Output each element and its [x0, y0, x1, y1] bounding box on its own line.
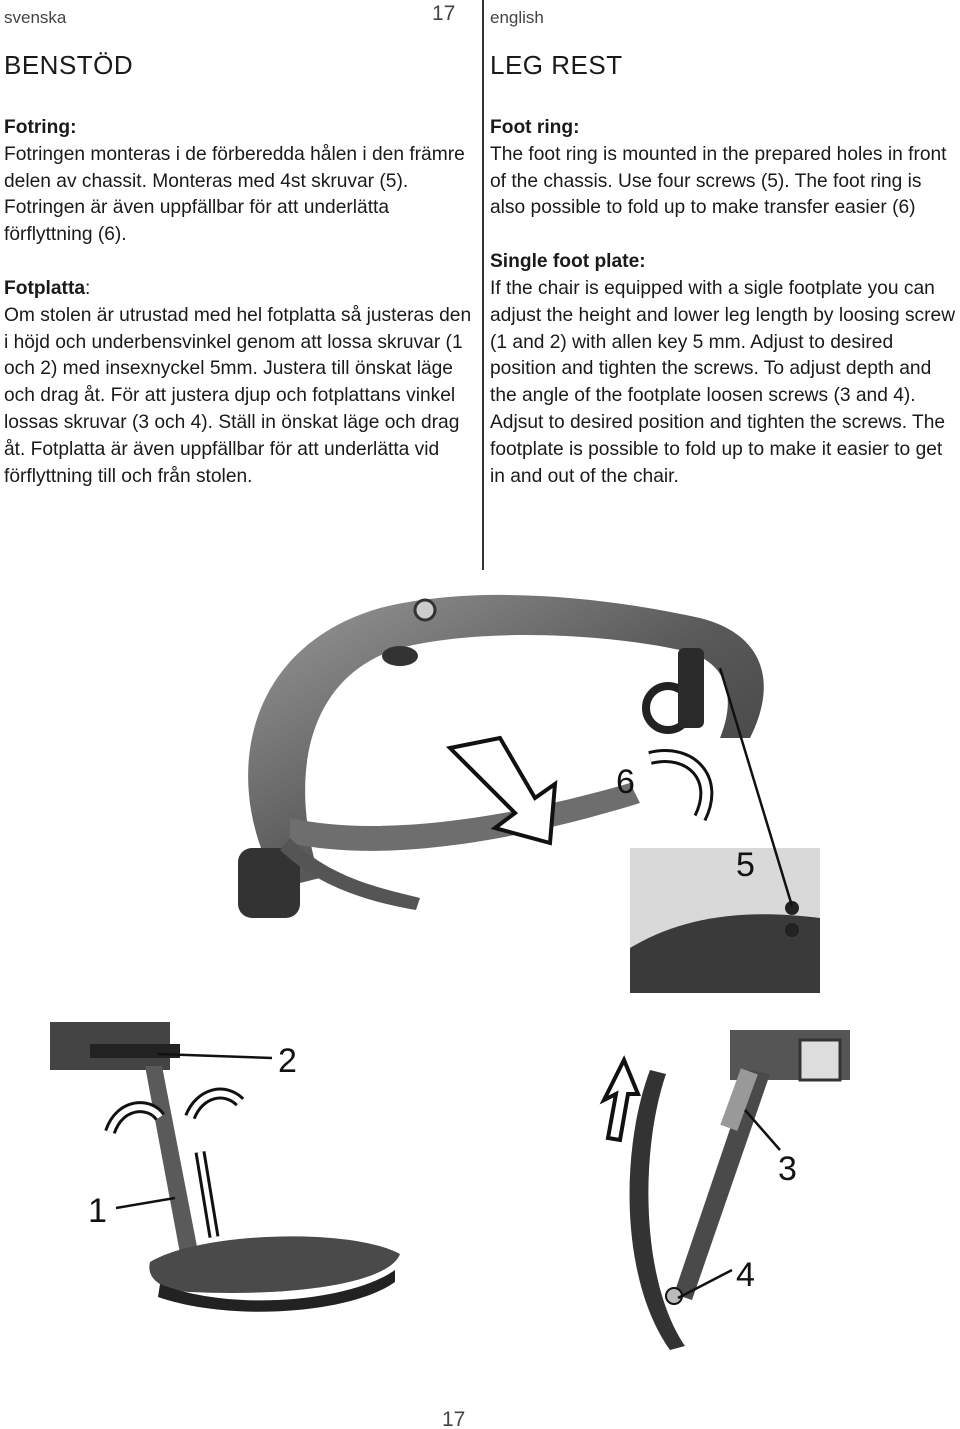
footplate-support	[674, 1070, 770, 1300]
swedish-foot-plate-text: Om stolen är utrustad med hel fotplatta …	[4, 304, 472, 487]
footplate	[149, 1236, 400, 1293]
column-divider	[482, 0, 484, 570]
callout-5: 5	[736, 846, 755, 884]
swedish-foot-ring-text: Fotringen monteras i de förberedda hålen…	[4, 143, 465, 246]
footplate-fold-photo: 3 4	[580, 1030, 850, 1355]
english-foot-plate-heading: Single foot plate:	[490, 251, 646, 273]
callout-6: 6	[616, 763, 635, 801]
swedish-foot-plate-colon: :	[85, 277, 91, 299]
callout-3-line	[744, 1109, 781, 1151]
push-arrow-icon	[445, 735, 558, 846]
foot-ring-illustration: 6 5	[238, 594, 820, 993]
header-page-number: 17	[432, 2, 456, 25]
english-foot-ring-heading: Foot ring:	[490, 117, 580, 138]
english-foot-ring-text: The foot ring is mounted in the prepared…	[490, 143, 947, 219]
callout-4: 4	[736, 1256, 755, 1294]
callout-3: 3	[778, 1150, 797, 1188]
folded-footplate	[629, 1070, 685, 1350]
swedish-title: BENSTÖD	[4, 50, 134, 80]
header-language-english: english	[490, 8, 544, 27]
callout-2-line	[157, 1052, 273, 1060]
foot-ring-clamp	[678, 648, 704, 728]
header-language-swedish: svenska	[4, 8, 67, 27]
swedish-foot-plate-heading: Fotplatta	[4, 277, 86, 299]
foot-ring-side	[280, 838, 420, 910]
foot-ring-bar	[290, 783, 640, 851]
footplate-height-illustration: 2 1	[50, 1022, 400, 1312]
callout-4-line	[677, 1268, 733, 1300]
footer-page-number: 17	[442, 1408, 466, 1429]
swedish-column: BENSTÖD Fotring: Fotringen monteras i de…	[4, 50, 476, 517]
callout-5-line	[718, 667, 794, 907]
foot-ring-photo: 6 5	[180, 588, 820, 993]
callout-1: 1	[88, 1192, 107, 1230]
english-column: LEG REST Foot ring: The foot ring is mou…	[490, 50, 958, 517]
english-foot-plate-paragraph: Single foot plate: If the chair is equip…	[490, 249, 958, 490]
swedish-foot-plate-paragraph: Fotplatta: Om stolen är utrustad med hel…	[4, 276, 476, 490]
english-title: LEG REST	[490, 50, 623, 80]
callout-2: 2	[278, 1042, 297, 1080]
fold-up-arrow-icon	[599, 1055, 641, 1143]
footplate-support	[145, 1066, 200, 1264]
english-foot-ring-paragraph: Foot ring: The foot ring is mounted in t…	[490, 115, 958, 222]
swedish-foot-ring-paragraph: Fotring: Fotringen monteras i de förbere…	[4, 115, 476, 249]
callout-1-line	[115, 1196, 176, 1210]
footplate-fold-illustration: 3 4	[599, 1030, 850, 1350]
swedish-foot-ring-heading: Fotring:	[4, 117, 77, 138]
frame-leg-end	[238, 848, 300, 918]
footplate-height-photo: 2 1	[50, 1022, 470, 1322]
english-foot-plate-text: If the chair is equipped with a sigle fo…	[490, 277, 956, 487]
